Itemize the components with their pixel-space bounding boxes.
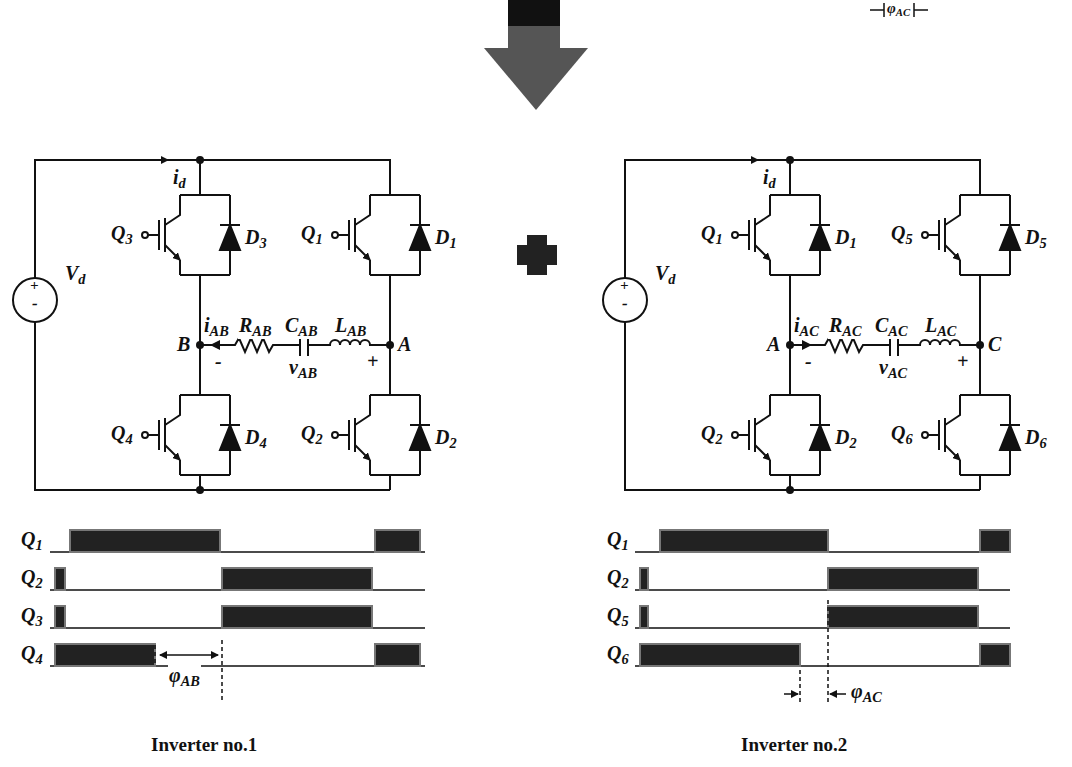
circuit-label: φAC [886,0,911,19]
circuit-label: vAB [288,356,318,381]
arrow-shaft [508,0,560,26]
circuit-label: B [176,333,191,355]
circuit-label: Q2 [300,422,324,447]
circuit-label: + [956,350,969,372]
circuit-label: + [619,277,630,294]
circuit-label: D2 [434,426,458,451]
circuit-label: C [987,333,1002,355]
circuit-label: Q6 [606,642,630,667]
circuit-label: D5 [1024,226,1048,251]
circuit-label: Q5 [606,604,630,629]
circuit-label: Q2 [20,566,44,591]
circuit-label: CAC [874,314,909,339]
circuit-label: - [31,295,39,314]
circuit-label: Q1 [300,222,324,247]
circuit-label: + [29,277,40,294]
circuit-label: LAB [334,314,367,339]
inverter-1 [13,156,430,494]
circuit-label: Q3 [20,604,44,629]
plus-sign [517,235,557,275]
circuit-label: RAC [828,314,863,339]
circuit-label: - [804,350,813,372]
circuit-label: - [214,350,223,372]
circuit-label: iAB [203,314,230,339]
circuit-label: CAB [284,314,319,339]
circuit-label: D2 [834,426,858,451]
circuit-label: Q1 [20,528,44,553]
circuit-label: id [172,166,187,191]
circuit-label: + [366,350,379,372]
circuit-label: Q6 [890,422,914,447]
circuit-label: φAC [850,680,883,705]
phase-marks [155,600,846,705]
circuit-label: Q1 [606,528,630,553]
circuit-label: Q1 [700,222,724,247]
circuit-label: - [621,295,629,314]
caption-label: Inverter no.1 [150,735,258,756]
circuit-label: vAC [878,356,908,381]
circuit-label: Vd [64,262,87,287]
circuit-label: D1 [834,226,858,251]
circuit-label: LAC [924,314,957,339]
circuit-label: A [766,333,781,355]
circuit-label: Q2 [606,566,630,591]
circuit-label: iAC [793,314,820,339]
circuit-label: Q4 [110,422,134,447]
inverter-2 [603,156,1020,494]
circuit-label: D4 [244,426,268,451]
circuit-label: D6 [1024,426,1048,451]
circuit-label: φAB [168,664,201,689]
arrow-shaft [508,26,560,48]
arrow-head [484,48,588,110]
circuit-label: Q4 [20,642,44,667]
circuit-label: D3 [244,226,268,251]
timing-waveforms [50,530,1010,666]
circuit-label: Q2 [700,422,724,447]
circuit-label: Q3 [110,222,134,247]
circuit-label: D1 [434,226,458,251]
caption-label: Inverter no.2 [740,735,848,756]
circuit-label: Vd [654,262,677,287]
circuit-label: id [762,166,777,191]
circuit-label: RAB [238,314,273,339]
circuit-label: A [397,333,412,355]
circuit-label: Q5 [890,222,914,247]
